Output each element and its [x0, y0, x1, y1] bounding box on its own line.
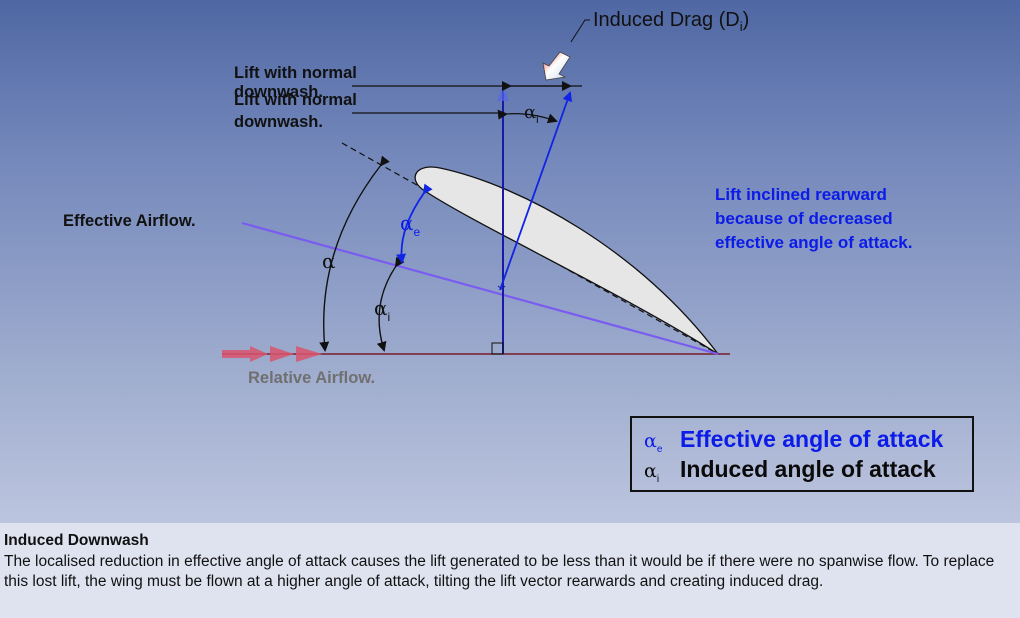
legend-effective-text: Effective angle of attack [680, 426, 944, 452]
alpha-i-top-label: αi [524, 102, 539, 126]
caption-body: The localised reduction in effective ang… [4, 553, 995, 590]
effective-airflow-label: Effective Airflow. [63, 212, 196, 230]
lift-inclined-vector [499, 91, 573, 291]
legend-induced-text: Induced angle of attack [680, 456, 936, 482]
legend-row-induced: αi Induced angle of attack [644, 456, 936, 486]
relative-airflow-label: Relative Airflow. [248, 369, 375, 387]
small-right-angle-marker [497, 285, 506, 290]
airfoil [414, 166, 719, 355]
lift-normal-arrowhead [497, 86, 509, 101]
lift-inclined-label-line1: Lift inclined rearward [715, 185, 887, 204]
alpha-e-arc [396, 183, 433, 264]
lift-normal-label-line1: Lift with normal [234, 91, 357, 109]
right-angle-marker [491, 342, 504, 355]
alpha-arc [319, 155, 390, 352]
diagram-canvas: Induced Drag (Di) Lift with normal downw… [0, 0, 1020, 523]
caption-panel: Induced Downwash The localised reduction… [0, 523, 1020, 618]
lift-inclined-label-line2: because of decreased [715, 209, 893, 228]
induced-drag-leader [570, 19, 590, 43]
caption-title: Induced Downwash [4, 532, 149, 549]
lift-inclined-label-line3: effective angle of attack. [715, 233, 912, 252]
induced-drag-arrow-icon [542, 51, 571, 81]
alpha-i-label: αi [374, 296, 390, 324]
legend-box: αe Effective angle of attack αi Induced an… [630, 416, 974, 492]
alpha-label: α [322, 249, 336, 273]
legend-induced-symbol: αi [644, 460, 660, 485]
legend-row-effective: αe Effective angle of attack [644, 426, 943, 456]
relative-airflow-arrows [222, 346, 322, 362]
alpha-i-top-arc [497, 109, 558, 124]
alpha-i-arc [376, 256, 405, 352]
induced-drag-label: Induced Drag (Di) [593, 9, 749, 34]
lift-normal-label-line2: downwash. [234, 113, 323, 131]
lift-normal-label-top-line2: downwash. [234, 83, 323, 101]
lift-normal-label-top-line1: Lift with normal [234, 64, 357, 82]
legend-effective-symbol: αe [644, 430, 663, 455]
alpha-e-label: αe [400, 211, 421, 239]
induced-drag-diagram: Induced Drag (Di) Lift with normal downw… [63, 9, 912, 387]
